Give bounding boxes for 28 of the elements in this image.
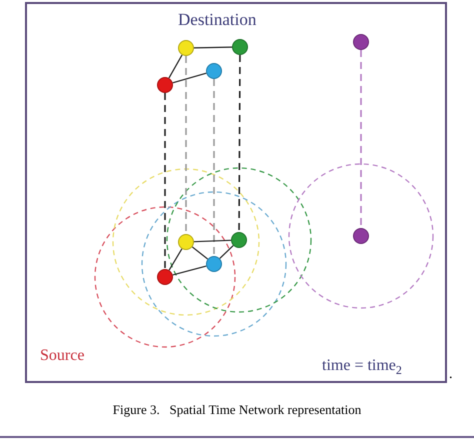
link-line (194, 46, 232, 48)
node-circle (206, 256, 222, 272)
dashed-line (360, 50, 362, 228)
dashed-line (213, 79, 215, 256)
figure-caption: Figure 3. Spatial Time Network representation (112, 402, 362, 418)
node-circle (353, 34, 369, 50)
node-circle (231, 232, 247, 248)
node-circle (178, 234, 194, 250)
node-circle (353, 228, 369, 244)
dashed-line (185, 56, 187, 234)
dashed-line (238, 55, 241, 232)
destination-label: Destination (178, 10, 256, 30)
link-line (194, 240, 232, 242)
source-label: Source (40, 346, 84, 366)
link-line (192, 246, 208, 260)
node-circle (206, 63, 222, 79)
link-line (219, 245, 234, 259)
node-circle (157, 269, 173, 285)
node-circle (157, 77, 173, 93)
dashed-line (164, 93, 166, 269)
link-line (172, 72, 206, 84)
time-label: time = time$_{2}$ (322, 356, 402, 378)
period-mark: . (449, 367, 452, 384)
node-circle (178, 40, 194, 56)
node-circle (232, 39, 248, 55)
link-line (172, 265, 206, 276)
link-line (168, 248, 182, 270)
link-line (168, 54, 183, 78)
